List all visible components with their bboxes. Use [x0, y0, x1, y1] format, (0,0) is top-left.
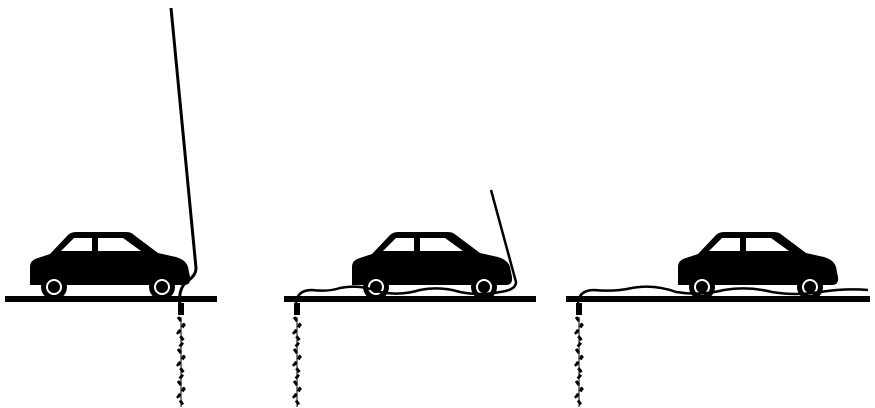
- ground-line-2: [284, 296, 536, 302]
- panel-2: [284, 189, 536, 408]
- ground-line-1: [5, 296, 217, 302]
- panel-3: [566, 232, 870, 408]
- screw-anchor-icon: [176, 301, 186, 408]
- cable-flat: [576, 285, 869, 306]
- panel-1: [5, 7, 217, 408]
- car-icon: [30, 232, 191, 300]
- screw-anchor-icon: [292, 301, 302, 408]
- cable-partial: [294, 189, 518, 306]
- cable-raised: [169, 7, 198, 306]
- screw-anchor-icon: [574, 301, 584, 408]
- ground-line-3: [566, 296, 870, 302]
